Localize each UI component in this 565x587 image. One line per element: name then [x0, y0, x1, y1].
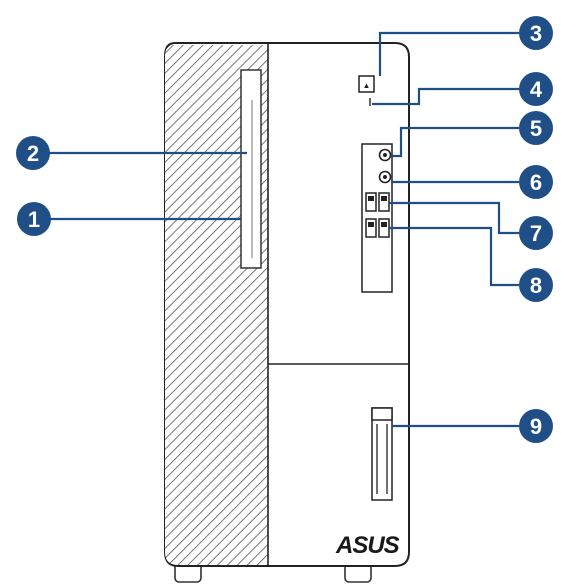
callout-9: 9 — [519, 409, 553, 443]
svg-text:5: 5 — [530, 116, 542, 141]
svg-text:8: 8 — [530, 273, 542, 298]
leader-line-4 — [372, 87, 519, 106]
leader-line-3 — [378, 31, 519, 76]
callouts: 1 2 3 4 5 6 7 8 — [16, 16, 553, 443]
callout-3: 3 — [519, 16, 553, 50]
callout-4: 4 — [519, 72, 553, 106]
leader-line-7 — [389, 201, 519, 235]
callout-6: 6 — [519, 165, 553, 199]
leader-lines — [48, 31, 519, 428]
card-reader — [371, 407, 393, 501]
callout-1: 1 — [17, 202, 51, 236]
callout-2: 2 — [16, 136, 50, 170]
asus-logo: ASUS — [335, 532, 400, 559]
power-button — [358, 75, 375, 93]
leader-line-8 — [389, 226, 519, 287]
svg-text:9: 9 — [530, 414, 542, 439]
svg-text:6: 6 — [530, 170, 542, 195]
optical-drive-bay — [240, 69, 262, 269]
callout-7: 7 — [519, 216, 553, 250]
callout-8: 8 — [519, 268, 553, 302]
leader-line-5 — [391, 126, 519, 158]
svg-text:3: 3 — [530, 21, 542, 46]
svg-text:2: 2 — [27, 141, 39, 166]
svg-text:1: 1 — [28, 207, 40, 232]
svg-text:4: 4 — [530, 77, 543, 102]
svg-text:7: 7 — [530, 221, 542, 246]
power-icon: ▲ — [363, 81, 371, 90]
io-port-panel — [361, 143, 393, 293]
callout-5: 5 — [519, 111, 553, 145]
